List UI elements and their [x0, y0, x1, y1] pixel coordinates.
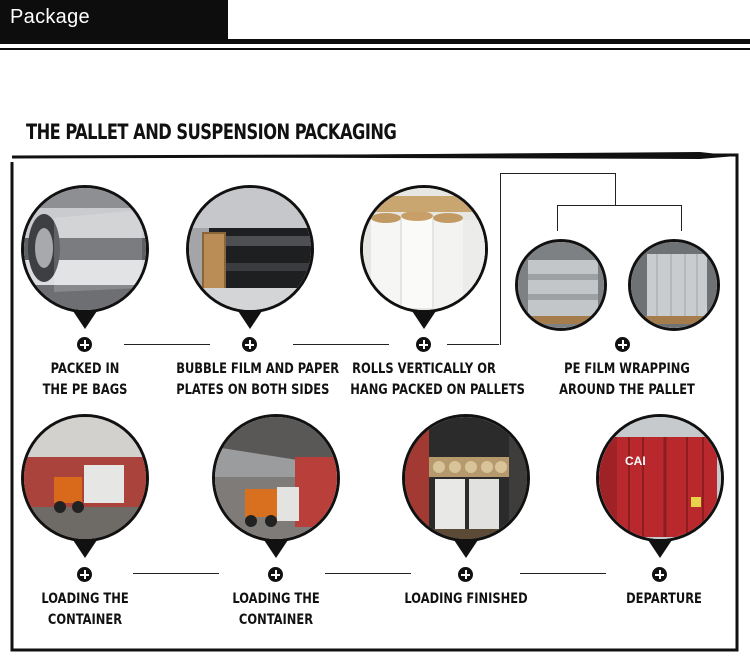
header-bar: Package — [0, 0, 228, 39]
pointer-arrow — [73, 540, 97, 558]
photo-rolls-on-pallet — [360, 185, 488, 313]
plus-icon — [652, 567, 667, 582]
connector-line — [520, 573, 606, 574]
pointer-arrow — [648, 540, 672, 558]
connector-line — [133, 573, 219, 574]
header-title: Package — [10, 6, 90, 28]
connector-line — [447, 344, 499, 345]
pointer-arrow — [73, 311, 97, 329]
plus-icon — [77, 337, 92, 352]
plus-icon — [458, 567, 473, 582]
plus-icon — [416, 337, 431, 352]
header-rule-thick — [0, 39, 750, 44]
photo-forklift-loading — [21, 414, 149, 542]
pointer-arrow — [238, 311, 262, 329]
connector-line — [124, 344, 210, 345]
pointer-arrow — [412, 311, 436, 329]
connector-line — [293, 344, 389, 345]
photo-wrapped-pallet-a — [515, 239, 607, 331]
photo-wrapped-pallet-b — [628, 239, 720, 331]
pointer-arrow — [454, 540, 478, 558]
section-title: THE PALLET AND SUSPENSION PACKAGING — [26, 120, 397, 144]
photo-forklift-warehouse — [212, 414, 340, 542]
plus-icon — [242, 337, 257, 352]
photo-bubble-film — [186, 185, 314, 313]
container-code: CAI — [625, 454, 646, 468]
photo-loaded-container — [402, 414, 530, 542]
step-label: LOADING FINISHED — [404, 591, 528, 607]
bracket-line — [557, 205, 681, 206]
connector-line — [325, 573, 411, 574]
pointer-arrow — [264, 540, 288, 558]
bracket-line — [681, 205, 682, 231]
photo-pe-bags — [21, 185, 149, 313]
bracket-line — [557, 205, 558, 231]
plus-icon — [268, 567, 283, 582]
bracket-line — [615, 173, 616, 205]
bracket-line — [500, 173, 501, 345]
step-label: DEPARTURE — [626, 591, 702, 607]
plus-icon — [615, 337, 630, 352]
photo-red-container: CAI — [596, 414, 724, 542]
header-rule-thin — [0, 48, 750, 50]
bracket-line — [500, 173, 615, 174]
plus-icon — [77, 567, 92, 582]
